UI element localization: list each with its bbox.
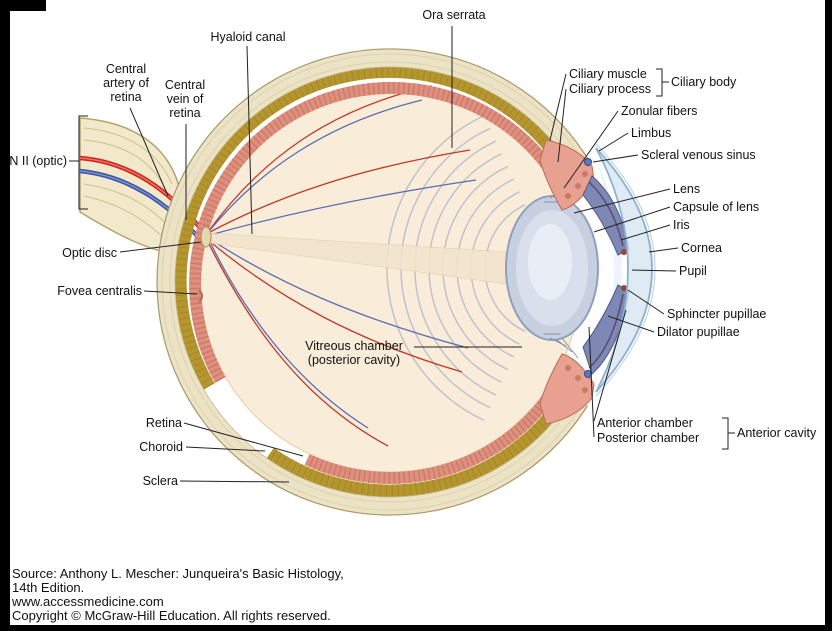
border-left bbox=[0, 0, 10, 631]
cornea-outer-line bbox=[595, 143, 656, 397]
anterior-segment bbox=[505, 139, 656, 425]
label-posterior-chamber: Posterior chamber bbox=[597, 431, 700, 445]
dilator-pupillae-shape bbox=[588, 181, 624, 369]
label-capsule-of-lens: Capsule of lens bbox=[673, 200, 760, 214]
leader-lines bbox=[69, 26, 735, 483]
label-zonular-fibers: Zonular fibers bbox=[621, 104, 698, 118]
retina-layer bbox=[189, 81, 565, 484]
label-sclera: Sclera bbox=[142, 474, 178, 488]
anterior-cavity-bracket bbox=[722, 417, 729, 450]
label-optic-disc: Optic disc bbox=[62, 246, 117, 260]
ciliary-body-bracket bbox=[656, 68, 663, 97]
footer-source-line2: 14th Edition. bbox=[12, 580, 85, 595]
sclera-layer bbox=[156, 48, 589, 516]
label-anterior-chamber: Anterior chamber bbox=[597, 416, 693, 430]
label-scleral-venous-sinus: Scleral venous sinus bbox=[641, 148, 756, 162]
label-retina: Retina bbox=[145, 416, 182, 430]
leader-pupil bbox=[631, 269, 677, 272]
leader-sphincter-pupillae bbox=[627, 289, 665, 315]
footer-copyright: Copyright © McGraw-Hill Education. All r… bbox=[12, 608, 331, 623]
leader-ciliary-process bbox=[557, 88, 567, 163]
cnii-bracket bbox=[78, 115, 88, 210]
leader-scleral-venous-sinus bbox=[592, 154, 639, 163]
leader-optic-disc bbox=[119, 241, 202, 253]
lens-highlight bbox=[528, 224, 572, 300]
label-pupil: Pupil bbox=[679, 264, 707, 278]
label-anterior-cavity: Anterior cavity bbox=[737, 426, 817, 440]
retinal-vessels bbox=[207, 85, 477, 447]
label-lens: Lens bbox=[673, 182, 701, 196]
leader-lens bbox=[573, 188, 671, 214]
label-ciliary-process: Ciliary process bbox=[569, 82, 651, 96]
leader-limbus bbox=[598, 132, 629, 152]
leader-choroid bbox=[185, 446, 266, 452]
label-iris: Iris bbox=[673, 218, 690, 232]
leader-hyaloid-canal bbox=[246, 45, 253, 235]
ciliary-body-shape bbox=[539, 139, 595, 425]
leader-ciliary-muscle bbox=[549, 73, 567, 141]
label-cn-ii: CN II (optic) bbox=[0, 154, 67, 168]
label-fovea-centralis: Fovea centralis bbox=[57, 284, 142, 298]
optic-disc-shape bbox=[200, 226, 212, 248]
border-right bbox=[825, 0, 832, 631]
choroid-layer bbox=[173, 64, 577, 498]
ciliary-processes-shape bbox=[565, 171, 588, 393]
leader-zonular-fibers bbox=[563, 110, 619, 189]
leader-sclera bbox=[179, 480, 290, 483]
leader-dilator-pupillae bbox=[607, 315, 655, 333]
label-choroid: Choroid bbox=[139, 440, 183, 454]
leader-capsule-of-lens bbox=[593, 206, 671, 233]
leader-cornea bbox=[648, 247, 679, 253]
leader-anterior-chamber bbox=[593, 309, 627, 422]
footer-source-line1: Source: Anthony L. Mescher: Junqueira's … bbox=[12, 566, 344, 581]
leader-central-artery bbox=[129, 107, 169, 197]
eyeball bbox=[156, 48, 589, 516]
leader-retina bbox=[183, 422, 304, 457]
border-top-left bbox=[0, 0, 46, 11]
leader-iris bbox=[620, 224, 671, 241]
label-hyaloid-canal: Hyaloid canal bbox=[210, 30, 286, 44]
label-cornea: Cornea bbox=[681, 241, 722, 255]
sphincter-pupillae-shape bbox=[621, 249, 627, 291]
label-ciliary-muscle: Ciliary muscle bbox=[569, 67, 647, 81]
border-bottom bbox=[0, 625, 832, 631]
label-central-vein: Central vein of retina bbox=[164, 78, 206, 120]
label-sphincter-pupillae: Sphincter pupillae bbox=[667, 307, 767, 321]
label-ciliary-body: Ciliary body bbox=[671, 75, 737, 89]
label-dilator-pupillae: Dilator pupillae bbox=[657, 325, 740, 339]
label-vitreous-chamber: Vitreous chamber (posterior cavity) bbox=[305, 339, 403, 367]
footer-website: www.accessmedicine.com bbox=[12, 594, 164, 609]
label-ora-serrata: Ora serrata bbox=[422, 8, 486, 22]
leader-posterior-chamber bbox=[588, 326, 595, 438]
label-limbus: Limbus bbox=[631, 126, 672, 140]
fovea-centralis-shape bbox=[198, 289, 203, 303]
leader-fovea-centralis bbox=[143, 290, 198, 295]
label-central-artery: Central artery of retina bbox=[103, 62, 149, 104]
cornea-shape bbox=[595, 147, 653, 393]
